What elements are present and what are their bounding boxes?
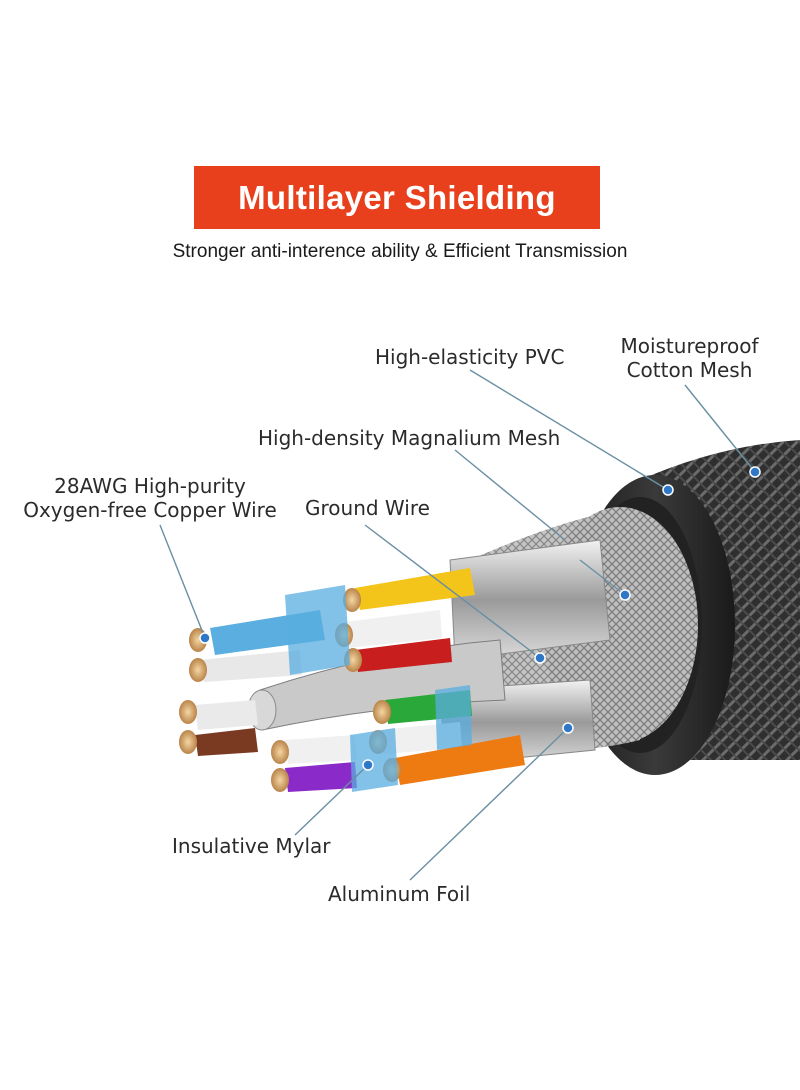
callout-line-pvc [469,369,669,491]
callout-dot-pvc [662,484,674,496]
title-banner: Multilayer Shielding [194,166,600,229]
upper-foil-shield [449,539,611,661]
label-magnalium-mesh: High-density Magnalium Mesh [258,426,561,450]
label-ground-wire: Ground Wire [305,496,430,520]
label-cotton-line1: Moistureproof [620,334,759,358]
callout-line-magnalium [454,449,566,541]
callout-dot-cotton [749,466,761,478]
callout-line-copper [159,524,206,639]
label-copper-line2: Oxygen-free Copper Wire [23,498,277,522]
subtitle: Stronger anti-interence ability & Effici… [172,241,628,262]
mylar-wrap-lower [350,685,472,792]
callout-line-foil [409,727,569,881]
banner-title: Multilayer Shielding [238,178,556,216]
mylar-wrap-upper [285,585,350,675]
callout-line-mylar [294,764,369,836]
callout-line-ground [364,524,541,659]
label-insulative-mylar: Insulative Mylar [172,834,331,858]
callout-dot-ground [534,652,546,664]
callout-line-cotton [684,384,756,473]
callout-dot-mylar [362,759,374,771]
label-copper-wire: 28AWG High-purity Oxygen-free Copper Wir… [16,474,284,522]
callout-dot-magnalium [619,589,631,601]
label-aluminum-foil: Aluminum Foil [328,882,471,906]
label-moistureproof-cotton-mesh: Moistureproof Cotton Mesh [612,334,767,382]
conductor-brown-pair [179,700,258,756]
callout-dots [199,466,761,771]
callout-line-mesh-dot [579,559,626,596]
label-high-elasticity-pvc: High-elasticity PVC [375,345,565,369]
label-cotton-line2: Cotton Mesh [626,358,753,382]
callout-dot-foil [562,722,574,734]
callout-dot-copper [199,632,211,644]
conductor-purple-pair [271,735,357,792]
label-copper-line1: 28AWG High-purity [54,474,246,498]
conductor-yellow [343,568,475,612]
callout-lines [159,369,756,881]
